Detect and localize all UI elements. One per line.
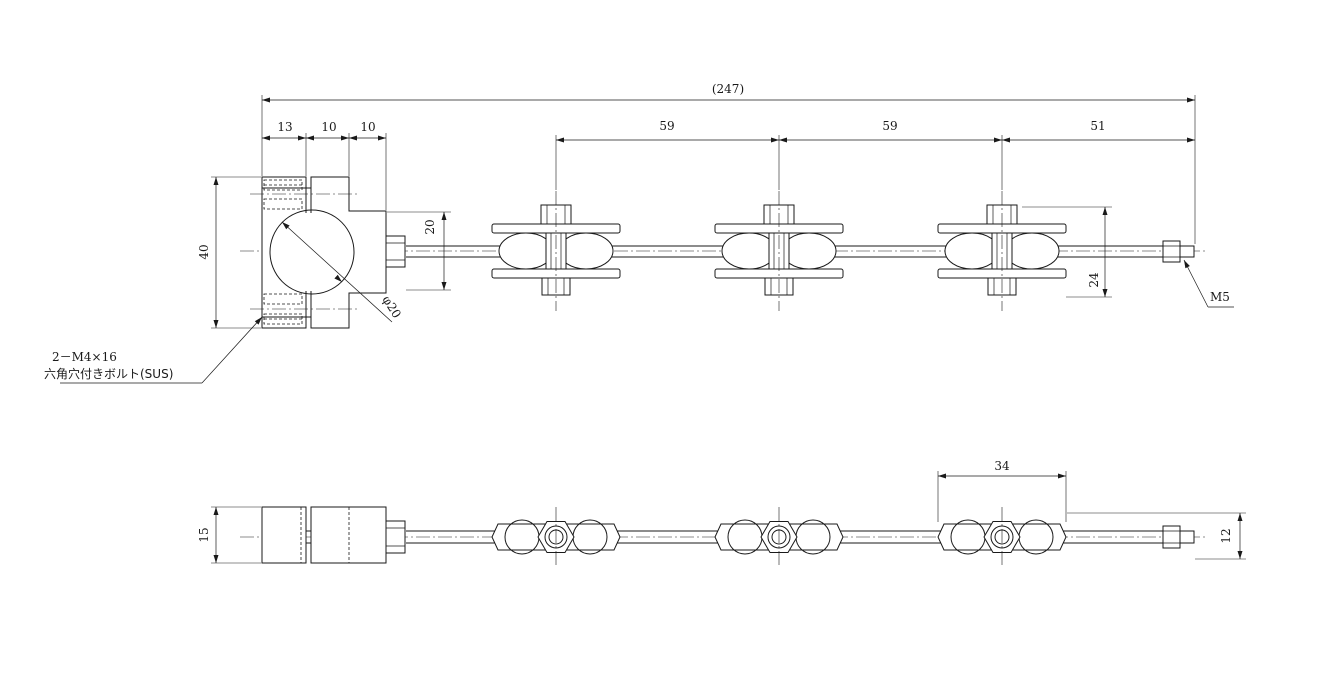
dim-boss-height: 20 [387, 211, 451, 291]
roller-assembly-2 [714, 190, 844, 312]
dim-overall-label: (247) [712, 82, 744, 96]
thread-label: M5 [1210, 290, 1230, 304]
bolt-callout-line1: 2－M4×16 [52, 350, 117, 364]
dim-pitch-2-label: 59 [882, 119, 897, 133]
dim-clamp-height-label: 40 [197, 244, 211, 259]
roller-plate-2 [714, 506, 844, 568]
dim-plate-length: 34 [937, 459, 1067, 522]
roller-plate-1 [491, 506, 621, 568]
dim-plate-thickness-label: 12 [1219, 528, 1233, 543]
dim-clamp-c-label: 10 [360, 120, 375, 134]
end-nut [1162, 240, 1195, 263]
dim-clamp-widths: 13 10 10 [262, 120, 387, 210]
end-nut-side [1162, 525, 1195, 549]
dim-clamp-a-label: 13 [277, 120, 292, 134]
roller-assembly-3 [937, 190, 1067, 312]
dim-clamp-thickness-label: 15 [197, 527, 211, 542]
dim-boss-height-label: 20 [423, 219, 437, 234]
dim-pitches: 59 59 51 [555, 119, 1195, 190]
dim-bore-label: φ20 [379, 293, 403, 320]
dim-plate-thickness: 12 [1067, 512, 1246, 560]
dim-roller-height: 24 [1022, 206, 1112, 298]
top-view [240, 176, 1208, 329]
dim-clamp-thickness: 15 [197, 506, 261, 564]
roller-plate-3 [937, 506, 1067, 568]
dim-plate-length-label: 34 [994, 459, 1010, 473]
dim-clamp-b-label: 10 [321, 120, 336, 134]
thread-callout: M5 [1181, 258, 1234, 308]
clamp-block [250, 176, 406, 329]
dim-clamp-height: 40 [197, 176, 261, 329]
bolt-callout-line2: 六角穴付きボルト(SUS) [44, 366, 173, 381]
dim-pitch-1-label: 59 [659, 119, 674, 133]
roller-assembly-1 [491, 190, 621, 312]
dim-end-span-label: 51 [1090, 119, 1105, 133]
bottom-view [240, 506, 1208, 568]
clamp-side [261, 506, 406, 564]
dim-roller-height-label: 24 [1087, 272, 1101, 288]
bolt-callout: 2－M4×16 六角穴付きボルト(SUS) [44, 315, 264, 384]
dim-overall: (247) [261, 82, 1196, 244]
